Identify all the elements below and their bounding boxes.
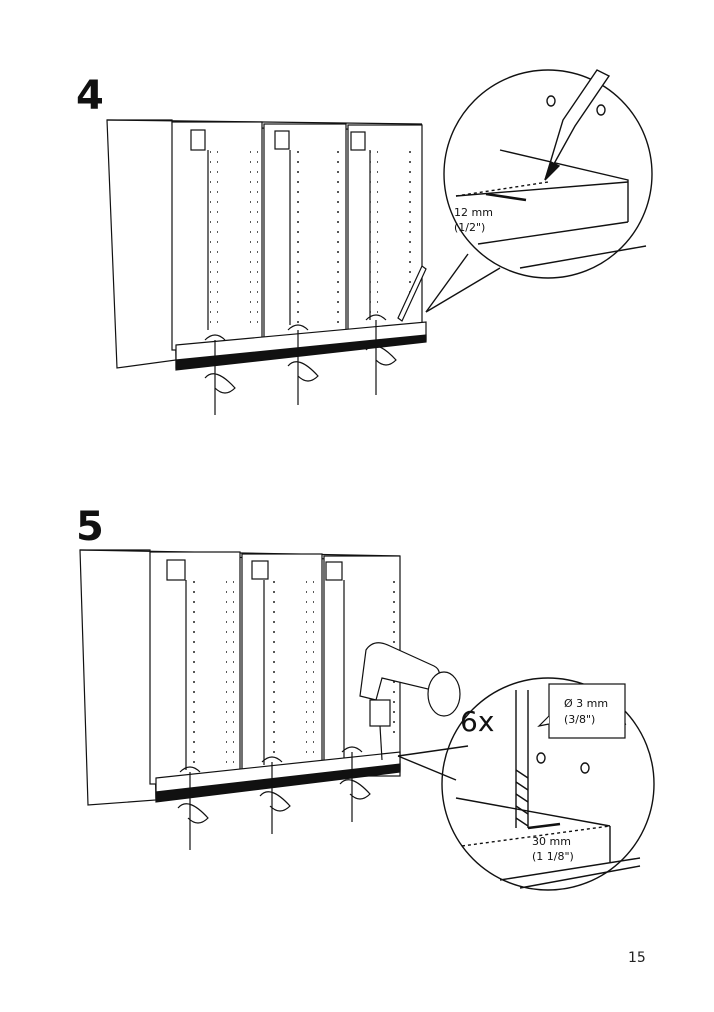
drill-bit-size-metric: Ø 3 mm — [564, 697, 609, 710]
step-4-cabinet-illustration — [106, 119, 427, 415]
step-4-measure-imperial: (1/2") — [454, 221, 486, 234]
step-4-detail-callout — [425, 69, 653, 313]
step-5-quantity: 6x — [460, 705, 495, 738]
drill-bit-size-imperial: (3/8") — [564, 713, 596, 726]
pencil-icon — [544, 69, 611, 181]
clamp-icon — [339, 746, 371, 822]
drill-bit-icon — [515, 690, 529, 828]
clamp-icon — [365, 314, 397, 395]
drill-bit-size-box — [537, 683, 626, 739]
page-number: 15 — [628, 950, 646, 966]
step-4-number: 4 — [76, 73, 104, 119]
step-5-measure-imperial: (1 1/8") — [532, 850, 574, 863]
step-4-measure-metric: 12 mm — [454, 206, 493, 219]
step-5-detail-callout — [397, 677, 663, 903]
clamp-icon — [204, 334, 236, 415]
clamp-icon — [259, 756, 291, 834]
drill-icon — [359, 642, 461, 761]
step-5-number: 5 — [76, 504, 104, 550]
pencil-icon — [397, 265, 427, 322]
clamp-icon — [287, 324, 319, 405]
clamp-icon — [177, 766, 209, 850]
step-5-cabinet-illustration — [79, 549, 401, 850]
step-5-measure-metric: 30 mm — [532, 835, 571, 848]
